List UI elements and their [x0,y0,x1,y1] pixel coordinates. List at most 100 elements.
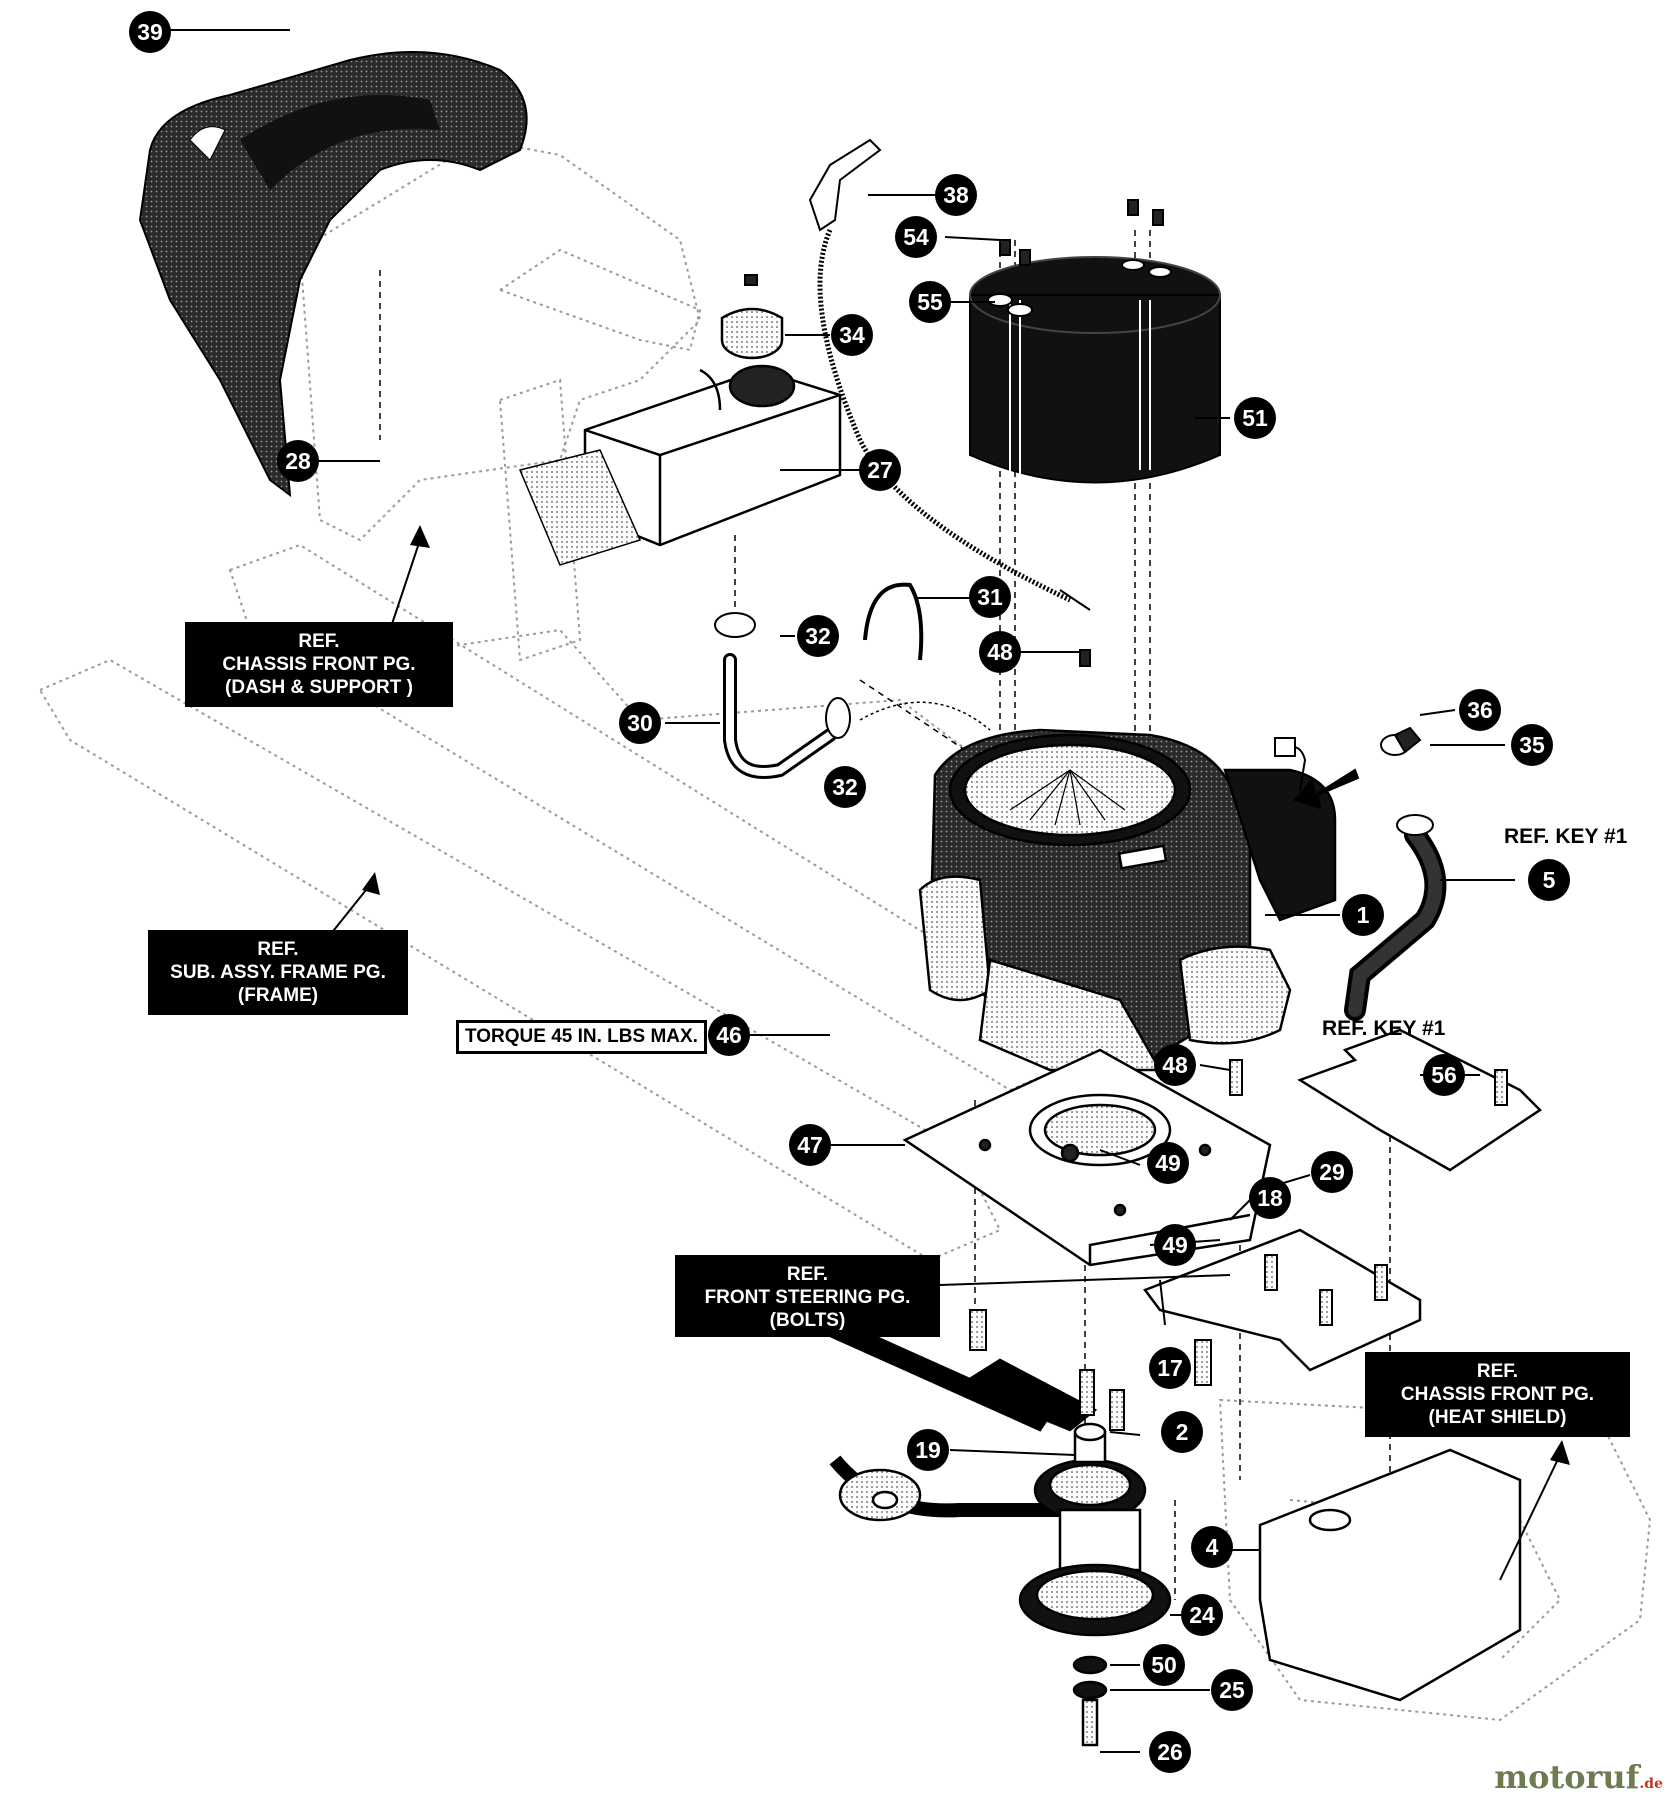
callout-badge [1423,1054,1465,1096]
callout-badge [1181,1594,1223,1636]
callout-badge [969,576,1011,618]
callout-badge [1511,724,1553,766]
ref-line: REF. [786,1264,829,1285]
callout-badge [1191,1526,1233,1568]
motoruf-watermark: motoruf.de [1494,1758,1663,1796]
ref-line: FRONT STEERING PG. [704,1287,911,1308]
callout-number: 47 [797,1132,823,1158]
watermark-brand: motoruf [1494,1758,1640,1796]
callout-badge [1154,1044,1196,1086]
callout-number: 18 [1257,1185,1283,1211]
callout-number: 25 [1219,1677,1245,1703]
callout-badge [859,449,901,491]
bolts [969,1059,1508,1431]
callout-number: 30 [627,710,653,736]
callout-number: 56 [1431,1062,1457,1088]
callout-number: 29 [1319,1159,1345,1185]
callout-number: 32 [832,774,858,800]
callout-number: 48 [1162,1052,1188,1078]
throttle-cable-part [808,138,1091,611]
ref-line: REF. [257,939,299,960]
callout-number: 19 [915,1437,941,1463]
callout-number: 32 [805,623,831,649]
callout-number: 36 [1467,697,1493,723]
callout-number: 28 [285,448,311,474]
callout-number: 49 [1155,1150,1181,1176]
air-cleaner-part [969,256,1221,485]
callout-badge [708,1014,750,1056]
callout-badge [831,314,873,356]
callout-badge [1161,1411,1203,1453]
callout-badge [1249,1177,1291,1219]
ref-line: REF. [298,631,340,652]
callout-badge [895,216,937,258]
breather-hose-part [1344,814,1447,1021]
callout-badge [1154,1224,1196,1266]
callout-badge [1311,1151,1353,1193]
callout-badge [824,766,866,808]
callout-badge [1528,859,1570,901]
ref-front-steering-bolts: REF. FRONT STEERING PG. (BOLTS) [675,1255,940,1337]
mounting-plate-part [902,1048,1272,1267]
callout-badge [1211,1669,1253,1711]
callout-badge [1149,1347,1191,1389]
callout-badge [1459,689,1501,731]
callout-number: 2 [1176,1419,1189,1445]
screws-and-washers [744,199,1172,667]
callout-badge [1342,894,1384,936]
pulley-assembly-part [748,1283,1172,1747]
ref-line: (BOLTS) [769,1310,846,1331]
callout-number: 26 [1157,1739,1183,1765]
ref-sub-assy-frame: REF. SUB. ASSY. FRAME PG. (FRAME) [148,930,408,1015]
ref-line: (DASH & SUPPORT ) [225,677,413,698]
fuel-tank-part [518,307,842,566]
callout-number: 49 [1162,1232,1188,1258]
callout-badge [907,1429,949,1471]
callout-number: 54 [903,224,929,250]
ref-line: (HEAT SHIELD) [1428,1407,1567,1428]
ref-chassis-heat-shield: REF. CHASSIS FRONT PG. (HEAT SHIELD) [1365,1352,1630,1437]
heat-shield-bracket-part [1143,1028,1542,1372]
callout-badge [797,615,839,657]
callout-number: 1 [1357,902,1370,928]
callout-number: 17 [1157,1355,1183,1381]
heat-shield-part [1258,1448,1522,1702]
callout-badge [1149,1731,1191,1773]
torque-note: TORQUE 45 IN. LBS MAX. [456,1020,707,1054]
callout-number: 31 [977,584,1003,610]
callout-badge [789,1124,831,1166]
callout-badge [1234,397,1276,439]
ref-key-1-top: REF. KEY #1 [1504,825,1628,848]
callout-badge [277,440,319,482]
callout-number: 27 [867,457,893,483]
callout-badge [1143,1644,1185,1686]
callout-number: 51 [1242,405,1268,431]
leader-pointers [362,525,1570,1465]
callout-number: 35 [1519,732,1545,758]
callout-number: 50 [1151,1652,1177,1678]
callout-number: 39 [137,19,163,45]
ref-chassis-dash-support: REF. CHASSIS FRONT PG. (DASH & SUPPORT ) [185,622,453,707]
ref-line: REF. [1476,1361,1519,1382]
callout-number: 46 [716,1022,742,1048]
spark-plug-part [1274,726,1422,810]
ref-line: (FRAME) [237,985,319,1006]
callout-number: 24 [1189,1602,1215,1628]
engine-part [918,728,1337,1072]
callout-badge [935,174,977,216]
fender-shell-part [138,51,528,498]
callout-number: 5 [1543,867,1556,893]
callout-badge [979,631,1021,673]
fuel-line-part [714,582,991,779]
callout-number: 55 [917,289,943,315]
callout-badge [1147,1142,1189,1184]
callout-number: 48 [987,639,1013,665]
ref-line: CHASSIS FRONT PG. [1400,1384,1595,1405]
ref-line: SUB. ASSY. FRAME PG. [170,962,386,983]
callout-number: 4 [1206,1534,1219,1560]
callout-number: 38 [943,182,969,208]
callout-badge [619,702,661,744]
callout-badge [909,281,951,323]
